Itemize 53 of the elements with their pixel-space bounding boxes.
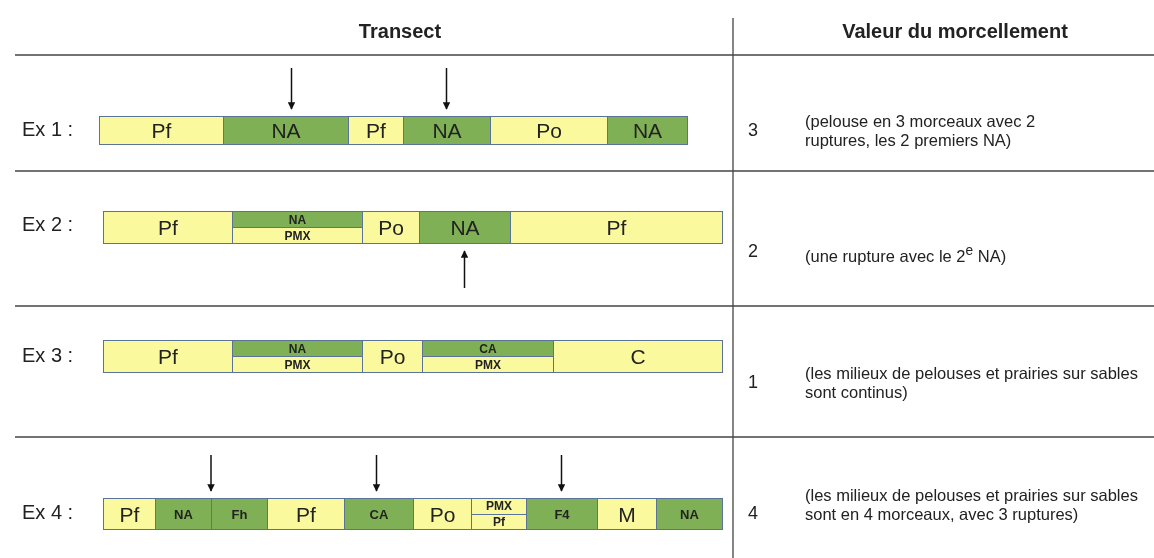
segment-label: PMX <box>472 499 526 514</box>
row-label: Ex 3 : <box>22 344 75 367</box>
value-number: 4 <box>748 503 759 524</box>
split-segment <box>471 498 527 530</box>
split-segment <box>232 211 363 244</box>
row-label: Ex 1 : <box>22 118 75 141</box>
value-number: 3 <box>748 120 759 141</box>
arrow <box>442 67 451 110</box>
column-header: Valeur du morcellement <box>841 20 1069 43</box>
segment-label: Pf <box>349 117 403 144</box>
row-label: Ex 2 : <box>22 213 75 236</box>
segment-label: NA <box>404 117 490 144</box>
value-number: 2 <box>748 241 759 262</box>
split-segment <box>422 340 554 373</box>
segment-label: Po <box>414 499 471 529</box>
column-header: Transect <box>357 20 443 43</box>
arrow <box>287 67 296 110</box>
note-text: (pelouse en 3 morceaux avec 2 ruptures, les 2 premiers NA) <box>805 112 1037 150</box>
segment-label: PMX <box>233 227 362 243</box>
segment-label: Pf <box>268 499 344 529</box>
segment-label: Pf <box>511 212 722 243</box>
segment-label: Pf <box>104 341 232 372</box>
segment-label: Pf <box>100 117 223 144</box>
segment-label: NA <box>233 341 362 356</box>
segment-label: M <box>598 499 656 529</box>
segment-label: C <box>554 341 722 372</box>
segment-label: CA <box>345 499 413 529</box>
segment-label: PMX <box>423 356 553 372</box>
note-text: (les milieux de pelouses et prairies sur sables sont continus) <box>805 364 1139 402</box>
segment-label: Pf <box>104 212 232 243</box>
segment-label: NA <box>657 499 722 529</box>
segment-label: NA <box>156 499 211 529</box>
note-text: (une rupture avec le 2$^{e}$ NA) <box>805 243 1008 266</box>
segment-label: NA <box>224 117 348 144</box>
segment-label: Po <box>363 212 419 243</box>
segment-label: CA <box>423 341 553 356</box>
segment-label: Fh <box>212 499 267 529</box>
segment-label: NA <box>608 117 687 144</box>
segment-label: Po <box>363 341 422 372</box>
segment-label: NA <box>420 212 510 243</box>
segment-label: F4 <box>527 499 597 529</box>
arrow <box>372 454 381 492</box>
note-text: (les milieux de pelouses et prairies sur sables sont en 4 morceaux, avec 3 ruptures) <box>805 486 1139 524</box>
arrow <box>460 250 469 289</box>
segment-label: Pf <box>104 499 155 529</box>
split-segment <box>232 340 363 373</box>
segment-label: PMX <box>233 356 362 372</box>
segment-label: NA <box>233 212 362 227</box>
arrow <box>207 454 215 492</box>
value-number: 1 <box>748 372 759 393</box>
segment-label: Po <box>491 117 607 144</box>
row-label: Ex 4 : <box>22 501 75 524</box>
arrow <box>557 454 566 492</box>
